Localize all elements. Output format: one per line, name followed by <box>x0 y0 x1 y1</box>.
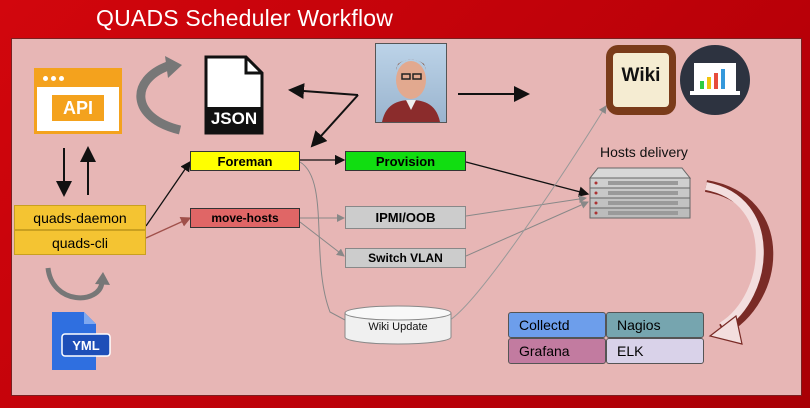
photo-to-json-arrow <box>288 83 359 100</box>
cli-to-movehosts-arrow <box>145 217 192 239</box>
foreman-box: Foreman <box>190 151 300 171</box>
provision-box: Provision <box>345 151 466 171</box>
person-photo <box>375 43 447 123</box>
yml-icon-label: YML <box>72 338 100 353</box>
switch-vlan-box: Switch VLAN <box>345 248 466 268</box>
wiki-update-to-wiki-line <box>449 105 607 321</box>
zigzag-diagonal <box>310 94 359 148</box>
switch-to-hosts-arrow <box>465 201 589 257</box>
foreman-to-wiki-update-curve <box>299 161 346 321</box>
hosts-delivery-label: Hosts delivery <box>600 144 688 160</box>
ipmi-oob-box: IPMI/OOB <box>345 206 466 229</box>
api-json-curve-arrow <box>136 61 182 135</box>
elk-box: ELK <box>606 338 704 364</box>
cli-to-foreman-arrow <box>145 160 191 227</box>
server-rack-icon <box>588 166 692 224</box>
json-icon-label: JSON <box>210 109 258 128</box>
quads-cli-box: quads-cli <box>14 230 146 255</box>
api-icon-label: API <box>52 95 104 121</box>
grafana-box: Grafana <box>508 338 606 364</box>
yml-file-icon: YML <box>50 312 112 370</box>
ipmi-to-hosts-arrow <box>465 195 587 217</box>
nagios-box: Nagios <box>606 312 704 338</box>
api-icon: API <box>34 68 122 134</box>
page-title: QUADS Scheduler Workflow <box>96 5 394 31</box>
cli-yml-curve-arrow <box>45 267 105 301</box>
wiki-update-label: Wiki Update <box>368 321 428 333</box>
wiki-update-database: Wiki Update <box>344 305 452 345</box>
provision-to-hosts-arrow <box>465 161 590 197</box>
quads-daemon-box: quads-daemon <box>14 205 146 230</box>
movehosts-to-switch-arrow <box>299 221 345 257</box>
collectd-box: Collectd <box>508 312 606 338</box>
move-hosts-box: move-hosts <box>190 208 300 228</box>
wiki-icon: Wiki <box>606 45 676 115</box>
wiki-icon-label: Wiki <box>621 65 661 86</box>
json-file-icon: JSON <box>204 55 264 135</box>
monitor-chart-icon <box>680 45 750 115</box>
